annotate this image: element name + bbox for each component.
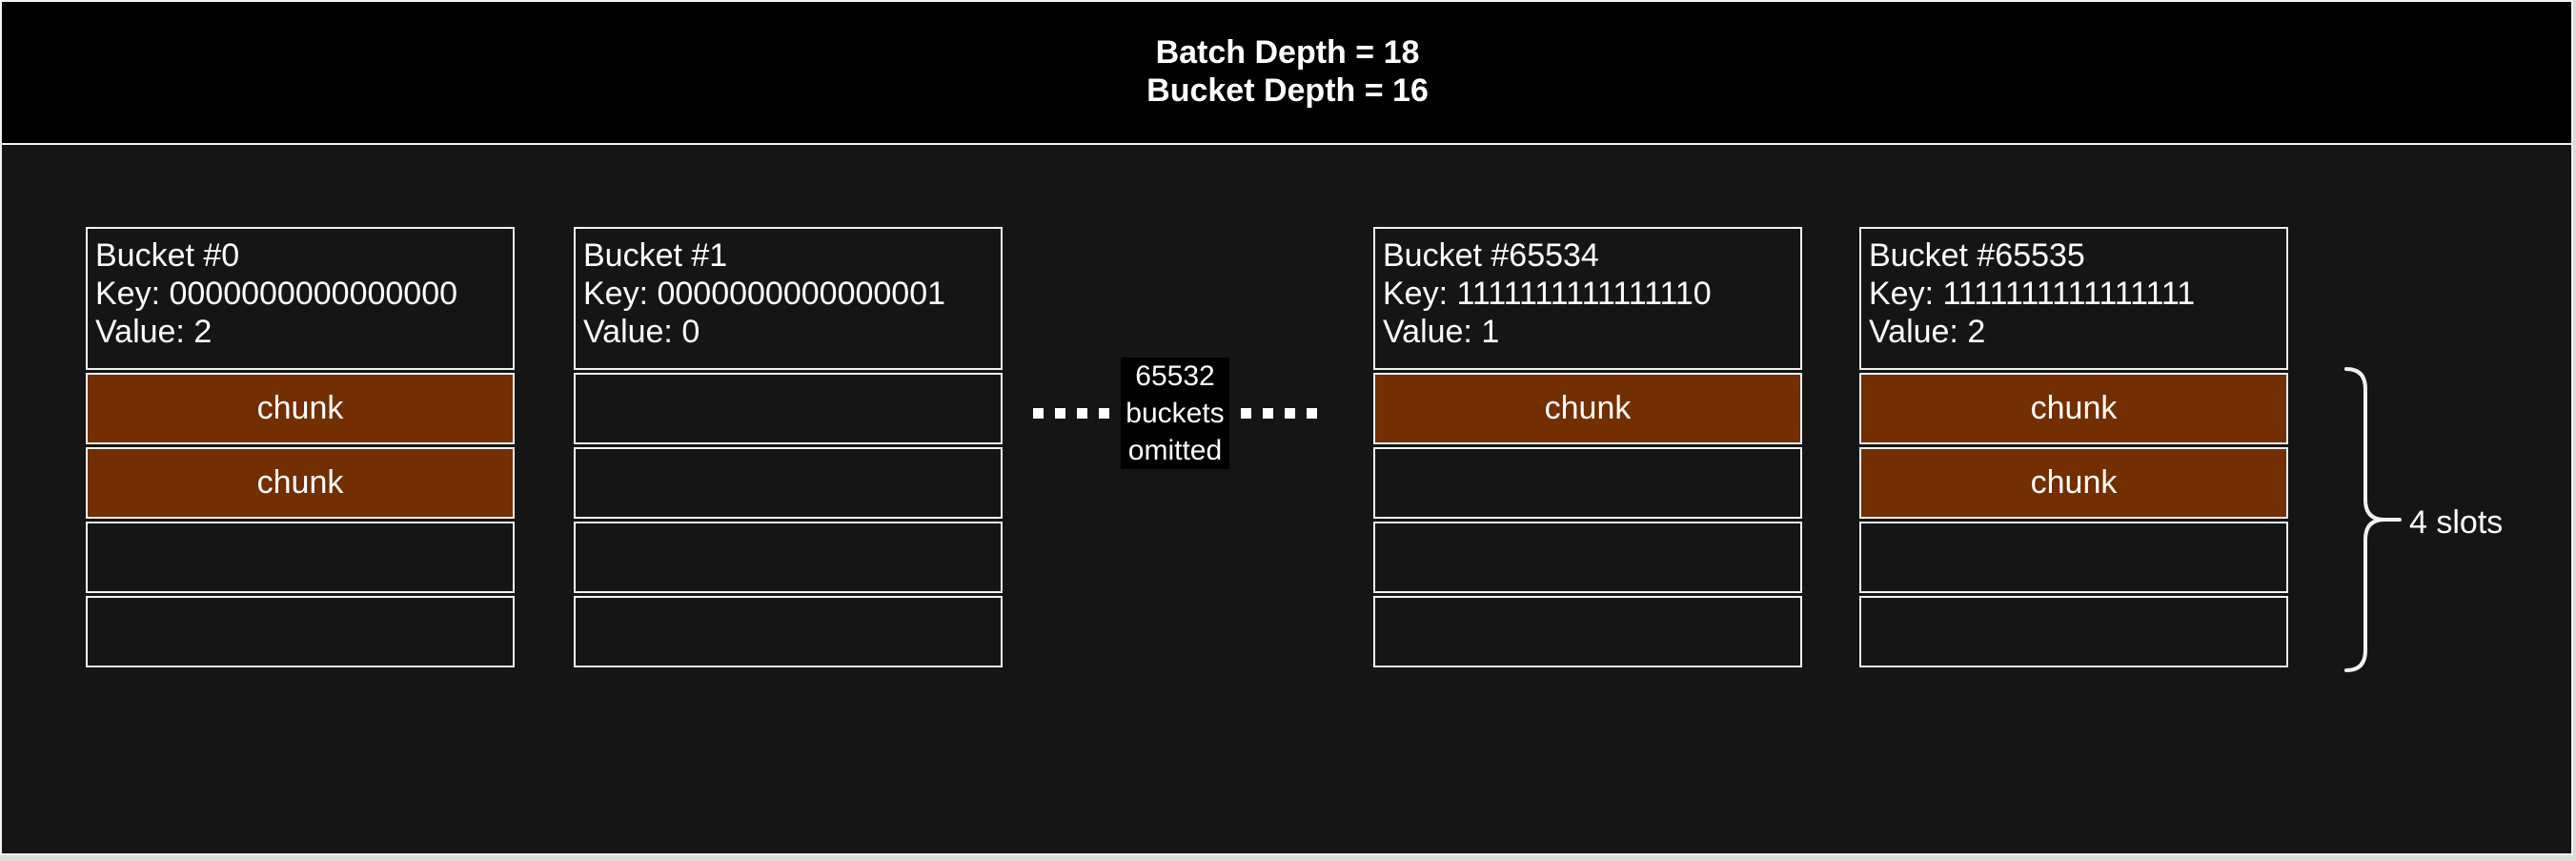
ellipsis-dot — [1033, 407, 1044, 419]
empty-slot — [86, 596, 515, 667]
omitted-count: 65532 — [1135, 359, 1215, 392]
chunk-slot: chunk — [1373, 373, 1802, 444]
chunk-slot: chunk — [86, 447, 515, 519]
empty-slot — [1373, 522, 1802, 593]
empty-slot — [574, 373, 1003, 444]
bucket-title: Bucket #0 — [95, 237, 240, 274]
bucket-head: Bucket #65534 Key: 1111111111111110 Valu… — [1373, 227, 1802, 370]
bucket-value: Value: 0 — [583, 314, 700, 350]
omitted-buckets-label: 65532 buckets omitted — [1121, 357, 1229, 469]
ellipsis-dot — [1077, 407, 1087, 419]
bucket-key: Key: 1111111111111110 — [1383, 276, 1712, 312]
omitted-word-buckets: buckets — [1126, 397, 1225, 429]
chunk-slot: chunk — [86, 373, 515, 444]
bucket-key: Key: 0000000000000001 — [583, 276, 946, 312]
bucket-depth-label: Bucket Depth = 16 — [1146, 72, 1429, 109]
batch-depth-label: Batch Depth = 18 — [1155, 34, 1420, 71]
bucket-head: Bucket #1 Key: 0000000000000001 Value: 0 — [574, 227, 1003, 370]
bucket-head: Bucket #65535 Key: 1111111111111111 Valu… — [1859, 227, 2288, 370]
bucket-key: Key: 1111111111111111 — [1869, 276, 2196, 312]
header-bar: Batch Depth = 18 Bucket Depth = 16 — [2, 2, 2571, 145]
empty-slot — [86, 522, 515, 593]
empty-slot — [1373, 447, 1802, 519]
empty-slot — [1859, 596, 2288, 667]
bucket-key: Key: 0000000000000000 — [95, 276, 458, 312]
bucket-box-1: Bucket #1 Key: 0000000000000001 Value: 0 — [574, 227, 1003, 667]
bucket-box-0: Bucket #0 Key: 0000000000000000 Value: 2… — [86, 227, 515, 667]
bucket-title: Bucket #1 — [583, 237, 728, 274]
empty-slot — [1373, 596, 1802, 667]
empty-slot — [574, 522, 1003, 593]
bucket-title: Bucket #65535 — [1869, 237, 2085, 274]
bucket-title: Bucket #65534 — [1383, 237, 1599, 274]
omitted-buckets-group: 65532 buckets omitted — [1033, 357, 1317, 469]
omitted-word-omitted: omitted — [1127, 434, 1223, 466]
diagram-body: Bucket #0 Key: 0000000000000000 Value: 2… — [2, 145, 2571, 853]
ellipsis-dot — [1055, 407, 1065, 419]
ellipsis-dot — [1263, 407, 1273, 419]
bucket-value: Value: 1 — [1383, 314, 1500, 350]
bucket-box-65535: Bucket #65535 Key: 1111111111111111 Valu… — [1859, 227, 2288, 667]
ellipsis-dot — [1307, 407, 1317, 419]
slots-count-label: 4 slots — [2409, 504, 2504, 541]
ellipsis-dot — [1285, 407, 1295, 419]
bucket-box-65534: Bucket #65534 Key: 1111111111111110 Valu… — [1373, 227, 1802, 667]
empty-slot — [574, 596, 1003, 667]
ellipsis-dot — [1099, 407, 1109, 419]
ellipsis-dot — [1241, 407, 1251, 419]
bucket-value: Value: 2 — [95, 314, 213, 350]
slots-brace-icon — [2344, 367, 2402, 672]
chunk-slot: chunk — [1859, 447, 2288, 519]
empty-slot — [574, 447, 1003, 519]
depth-summary: Batch Depth = 18 Bucket Depth = 16 — [1146, 33, 1429, 110]
bucket-value: Value: 2 — [1869, 314, 1986, 350]
bucket-head: Bucket #0 Key: 0000000000000000 Value: 2 — [86, 227, 515, 370]
chunk-slot: chunk — [1859, 373, 2288, 444]
empty-slot — [1859, 522, 2288, 593]
